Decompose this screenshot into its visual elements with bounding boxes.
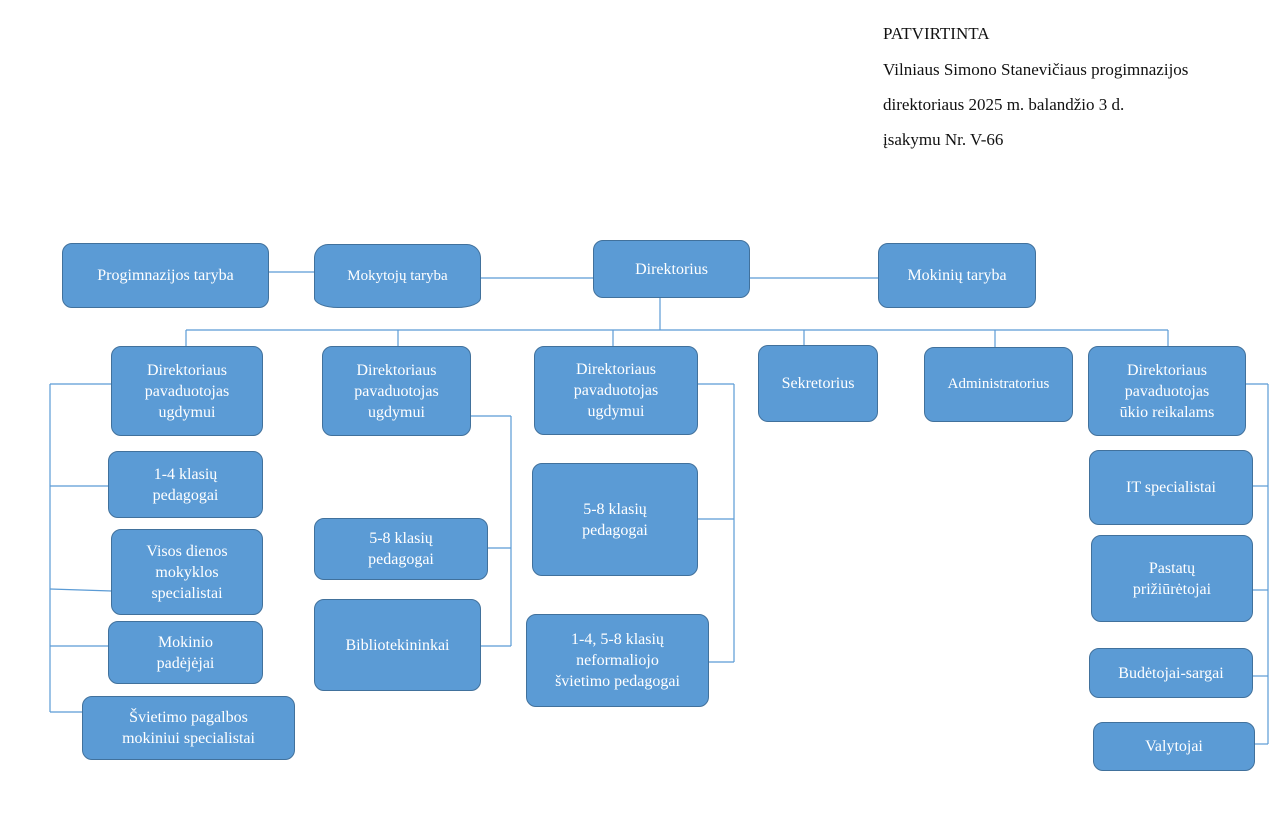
node-pavaduotojas-ukio: Direktoriaus pavaduotojas ūkio reikalams [1088, 346, 1246, 436]
node-pastatu-priziuretojai: Pastatų prižiūrėtojai [1091, 535, 1253, 622]
node-valytojai: Valytojai [1093, 722, 1255, 771]
node-klasiu-5-8-pedagogai-b: 5-8 klasių pedagogai [532, 463, 698, 576]
node-pavaduotojas-ugdymui-2: Direktoriaus pavaduotojas ugdymui [322, 346, 471, 436]
approval-date: direktoriaus 2025 m. balandžio 3 d. [883, 95, 1125, 114]
node-mokytoju-taryba: Mokytojų taryba [314, 244, 481, 308]
node-neformaliojo-svietimo-pedagogai: 1-4, 5-8 klasių neformaliojo švietimo pe… [526, 614, 709, 707]
node-direktorius: Direktorius [593, 240, 750, 298]
node-administratorius: Administratorius [924, 347, 1073, 422]
node-mokinio-padejejai: Mokinio padėjėjai [108, 621, 263, 684]
node-klasiu-1-4-pedagogai: 1-4 klasių pedagogai [108, 451, 263, 518]
node-budetojai-sargai: Budėtojai-sargai [1089, 648, 1253, 698]
node-pavaduotojas-ugdymui-1: Direktoriaus pavaduotojas ugdymui [111, 346, 263, 436]
approval-title: PATVIRTINTA [883, 24, 990, 43]
node-pavaduotojas-ugdymui-3: Direktoriaus pavaduotojas ugdymui [534, 346, 698, 435]
node-bibliotekininkai: Bibliotekininkai [314, 599, 481, 691]
node-visos-dienos-specialistai: Visos dienos mokyklos specialistai [111, 529, 263, 615]
connector-visos-dienos [49, 588, 113, 592]
approval-order: įsakymu Nr. V-66 [883, 130, 1004, 149]
node-it-specialistai: IT specialistai [1089, 450, 1253, 525]
node-mokiniu-taryba: Mokinių taryba [878, 243, 1036, 308]
node-sekretorius: Sekretorius [758, 345, 878, 422]
node-svietimo-pagalbos-specialistai: Švietimo pagalbos mokiniui specialistai [82, 696, 295, 760]
node-klasiu-5-8-pedagogai-a: 5-8 klasių pedagogai [314, 518, 488, 580]
approval-school: Vilniaus Simono Stanevičiaus progimnazij… [883, 60, 1189, 79]
node-progimnazijos-taryba: Progimnazijos taryba [62, 243, 269, 308]
